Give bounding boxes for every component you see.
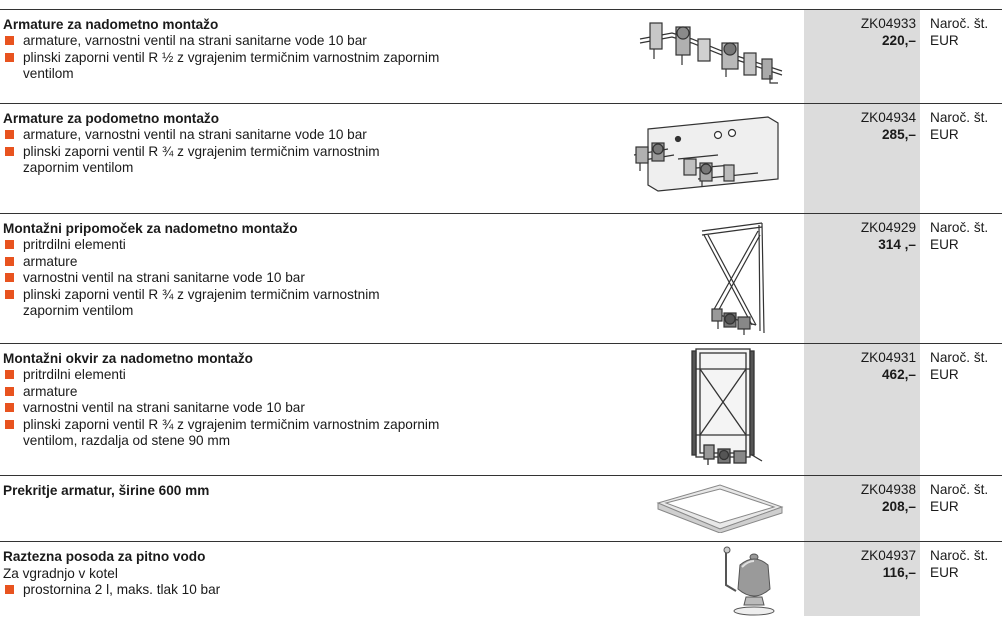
item-title: Prekritje armatur, širine 600 mm [3,483,210,498]
row-divider [0,475,1002,476]
catalog-row: Prekritje armatur, širine 600 mm ZK04938… [0,475,1002,533]
item-description: Raztezna posoda za pitno vodo Za vgradnj… [3,548,563,599]
bullet-list: armature, varnostni ventil na strani san… [3,127,563,177]
row-divider [0,343,1002,344]
bullet-item: armature [3,384,563,401]
item-title: Montažni pripomoček za nadometno montažo [3,221,298,236]
price: 208,– [881,499,916,514]
row-divider [0,541,1002,542]
price: 285,– [881,127,916,142]
currency-label: EUR [930,237,959,252]
catalog-row: Montažni pripomoček za nadometno montažo… [0,213,1002,341]
mounting-frame-icon [690,345,770,469]
order-number-label: Naroč. št. [930,482,989,497]
item-title: Raztezna posoda za pitno vodo [3,549,206,564]
bullet-item: plinski zaporni ventil R ¾ z vgrajenim t… [3,144,403,177]
order-number-label: Naroč. št. [930,110,989,125]
item-title: Montažni okvir za nadometno montažo [3,351,253,366]
bullet-item: plinski zaporni ventil R ¾ z vgrajenim t… [3,417,483,450]
row-divider [0,103,1002,104]
bullet-item: plinski zaporni ventil R ½ z vgrajenim t… [3,50,493,83]
bullet-item: varnostni ventil na strani sanitarne vod… [3,400,563,417]
order-number-label: Naroč. št. [930,16,989,31]
catalog-row: Raztezna posoda za pitno vodo Za vgradnj… [0,541,1002,616]
item-title: Armature za nadometno montažo [3,17,219,32]
row-divider [0,213,1002,214]
order-number-label: Naroč. št. [930,220,989,235]
order-code: ZK04937 [860,548,916,563]
bullet-list: armature, varnostni ventil na strani san… [3,33,563,83]
order-code: ZK04933 [860,16,916,31]
currency-label: EUR [930,499,959,514]
order-code: ZK04938 [860,482,916,497]
item-subtitle: Za vgradnjo v kotel [3,566,118,581]
expansion-vessel-icon [718,545,778,617]
price: 116,– [882,565,916,580]
bullet-list: pritrdilni elementi armature varnostni v… [3,237,563,320]
item-description: Montažni okvir za nadometno montažo prit… [3,350,563,450]
bullet-list: pritrdilni elementi armature varnostni v… [3,367,563,450]
order-number-label: Naroč. št. [930,350,989,365]
currency-label: EUR [930,367,959,382]
bullet-list: prostornina 2 l, maks. tlak 10 bar [3,582,563,599]
price-column-background [804,9,920,616]
order-code: ZK04929 [860,220,916,235]
bullet-item: armature, varnostni ventil na strani san… [3,33,463,50]
valve-cover-icon [656,483,784,533]
order-code: ZK04931 [860,350,916,365]
row-divider [0,9,1002,10]
order-code: ZK04934 [860,110,916,125]
currency-label: EUR [930,127,959,142]
item-description: Montažni pripomoček za nadometno montažo… [3,220,563,320]
order-number-label: Naroč. št. [930,548,989,563]
catalog-row: Armature za podometno montažo armature, … [0,103,1002,203]
catalog-row: Armature za nadometno montažo armature, … [0,9,1002,94]
currency-label: EUR [930,33,959,48]
bullet-item: pritrdilni elementi [3,237,563,254]
price: 220,– [881,33,916,48]
mounting-bracket-icon [698,217,770,339]
item-description: Armature za nadometno montažo armature, … [3,16,563,83]
bullet-item: armature, varnostni ventil na strani san… [3,127,413,144]
bullet-item: pritrdilni elementi [3,367,563,384]
price: 314 ,– [878,237,916,252]
surface-mount-valve-set-icon [632,13,792,85]
bullet-item: varnostni ventil na strani sanitarne vod… [3,270,563,287]
bullet-item: prostornina 2 l, maks. tlak 10 bar [3,582,563,599]
currency-label: EUR [930,565,959,580]
price: 462,– [881,367,916,382]
bullet-item: armature [3,254,563,271]
bullet-item: plinski zaporni ventil R ¾ z vgrajenim t… [3,287,403,320]
catalog-row: Montažni okvir za nadometno montažo prit… [0,343,1002,467]
flush-mount-valve-rail-icon [628,109,788,195]
item-description: Armature za podometno montažo armature, … [3,110,563,177]
item-description: Prekritje armatur, širine 600 mm [3,482,563,499]
item-title: Armature za podometno montažo [3,111,219,126]
